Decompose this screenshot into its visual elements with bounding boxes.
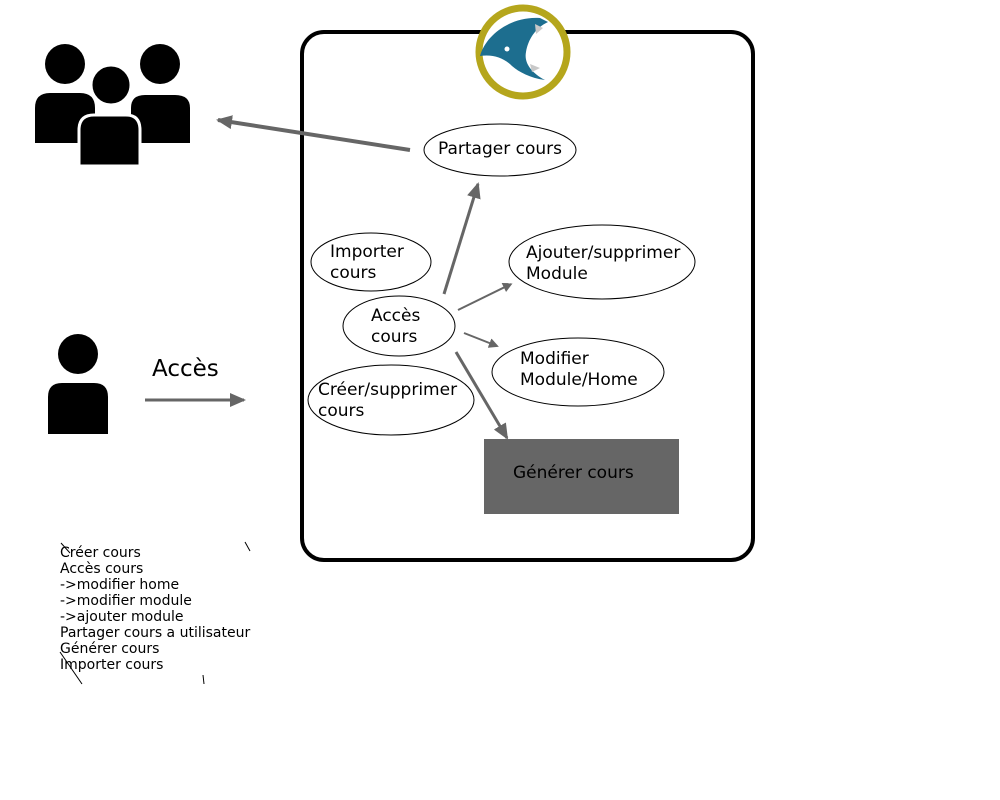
- notes-item: Accès cours: [60, 561, 144, 577]
- notes-item: ->modifier home: [60, 577, 180, 593]
- notes-item: ->modifier module: [60, 593, 192, 609]
- node-modifier-line2: Module/Home: [520, 370, 638, 390]
- pencil-marks: [59, 541, 251, 685]
- arrow-access-to-modify: [463, 332, 499, 348]
- notes-item: Importer cours: [60, 657, 164, 673]
- node-acces-shape: [342, 295, 456, 357]
- node-modifier-line1: Modifier: [520, 349, 589, 369]
- node-creer-label: Créer/supprimer cours: [318, 380, 457, 422]
- notes-item: Partager cours a utilisateur: [60, 625, 251, 641]
- notes-item: ->ajouter module: [60, 609, 184, 625]
- node-ajouter-shape: [508, 224, 696, 300]
- node-importer-shape: [310, 232, 432, 292]
- notes-item: Créer cours: [60, 545, 141, 561]
- node-acces-line1: Accès: [371, 306, 421, 326]
- node-modifier-shape: [491, 337, 665, 407]
- arrow-access-to-share: [442, 182, 481, 295]
- user-icon: [48, 334, 108, 434]
- node-modifier-label: Modifier Module/Home: [520, 349, 638, 391]
- arrow-access-to-generate: [454, 351, 509, 440]
- users-group-icon: [35, 44, 190, 168]
- node-ajouter-line1: Ajouter/supprimer: [526, 243, 681, 263]
- node-generer-label: Générer cours: [513, 463, 634, 483]
- node-acces-line2: cours: [371, 327, 418, 347]
- node-importer-line1: Importer: [330, 242, 404, 262]
- node-partager-label: Partager cours: [438, 139, 562, 159]
- node-creer-line1: Créer/supprimer: [318, 380, 458, 400]
- arrow-share-to-users: [216, 115, 411, 152]
- node-generer-box: Générer cours: [484, 439, 679, 514]
- node-creer-shape: [307, 364, 475, 436]
- node-creer-line2: cours: [318, 401, 365, 421]
- node-acces-label: Accès cours: [371, 306, 420, 348]
- node-importer-label: Importer cours: [330, 242, 404, 284]
- arrow-access-to-module: [457, 283, 513, 311]
- app-logo: [475, 4, 571, 100]
- notes-list: Créer cours Accès cours ->modifier home …: [60, 545, 250, 673]
- actor-access-label: Accès: [152, 356, 219, 382]
- node-partager-shape: [423, 123, 577, 177]
- node-importer-line2: cours: [330, 263, 377, 283]
- notes-item: Générer cours: [60, 641, 160, 657]
- node-ajouter-line2: Module: [526, 264, 588, 284]
- node-ajouter-label: Ajouter/supprimer Module: [526, 243, 680, 285]
